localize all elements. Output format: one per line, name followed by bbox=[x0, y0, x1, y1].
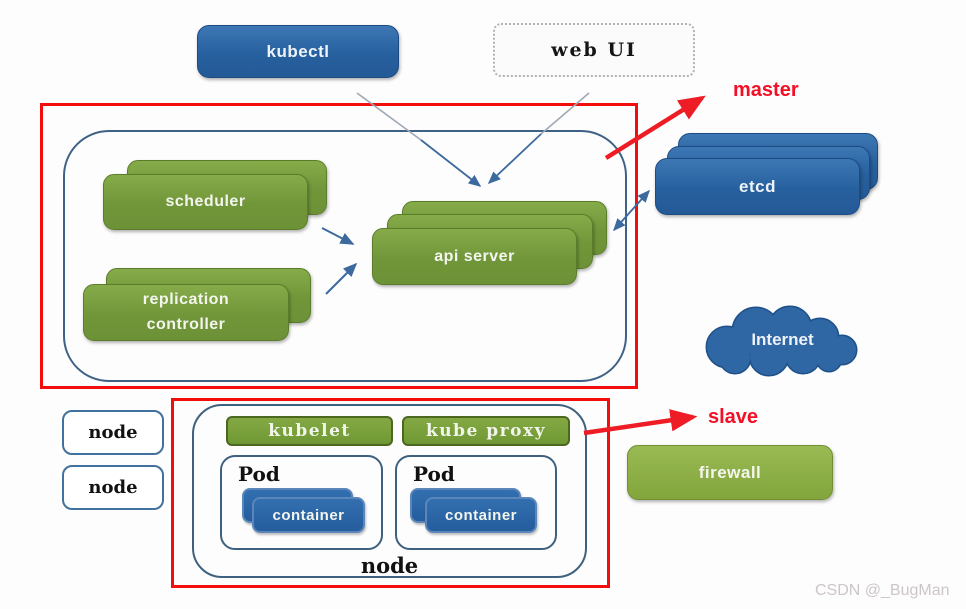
container-1-box: container bbox=[252, 497, 365, 533]
api-server-label: api server bbox=[434, 247, 515, 265]
container-1-label: container bbox=[272, 506, 345, 524]
node-box-left-1: node bbox=[62, 410, 164, 455]
pod-1-label: Pod bbox=[238, 462, 280, 486]
scheduler-label: scheduler bbox=[165, 193, 246, 210]
kubectl-box: kubectl bbox=[197, 25, 399, 78]
container-2-box: container bbox=[425, 497, 537, 533]
scheduler-box: scheduler bbox=[103, 174, 308, 230]
web-ui-label: web UI bbox=[551, 39, 637, 61]
pod-2-label: Pod bbox=[413, 462, 455, 486]
internet-label: Internet bbox=[751, 330, 814, 349]
node-box-left-2: node bbox=[62, 465, 164, 510]
master-inner-container bbox=[63, 130, 627, 382]
node-left-1-label: node bbox=[88, 422, 138, 443]
node-left-2-label: node bbox=[88, 477, 138, 498]
slave-node-container bbox=[192, 404, 587, 578]
etcd-box: etcd bbox=[655, 158, 860, 215]
slave-region-outline bbox=[171, 398, 610, 588]
firewall-box: firewall bbox=[627, 445, 833, 500]
kubelet-label: kubelet bbox=[268, 421, 351, 441]
etcd-label: etcd bbox=[739, 176, 776, 196]
kube-proxy-box: kube proxy bbox=[402, 416, 570, 446]
watermark: CSDN @_BugMan bbox=[815, 582, 950, 599]
kubelet-box: kubelet bbox=[226, 416, 393, 446]
master-region-outline bbox=[40, 103, 638, 389]
web-ui-box: web UI bbox=[493, 23, 695, 77]
replication-line2: controller bbox=[146, 315, 226, 333]
slave-label: slave bbox=[708, 406, 759, 428]
replication-controller-label: replication controller bbox=[84, 285, 288, 340]
container-2-label: container bbox=[444, 506, 517, 524]
replication-controller-box: replication controller bbox=[83, 284, 289, 341]
firewall-label: firewall bbox=[698, 462, 762, 482]
kubectl-label: kubectl bbox=[266, 41, 330, 61]
master-label: master bbox=[733, 79, 799, 101]
kube-proxy-label: kube proxy bbox=[426, 421, 546, 441]
api-server-box: api server bbox=[372, 228, 577, 285]
replication-line1: replication bbox=[142, 290, 230, 308]
slave-node-label: node bbox=[360, 553, 419, 578]
